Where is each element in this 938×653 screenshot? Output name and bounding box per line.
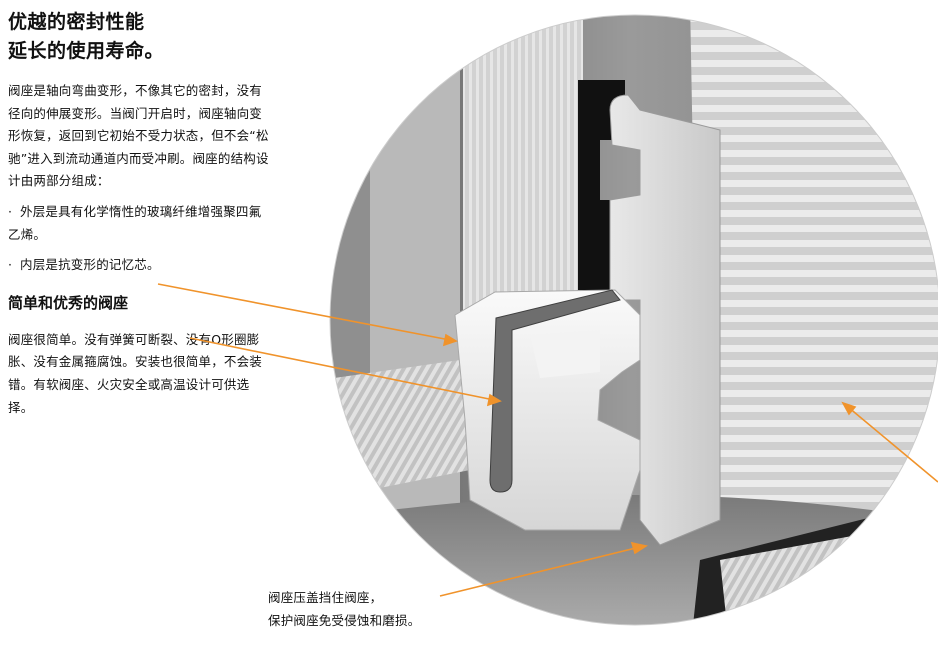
- seat-highlight: [530, 330, 600, 378]
- bullet-dot: ·: [8, 257, 13, 273]
- arrowhead-inner-core: [486, 393, 502, 407]
- retainer-caption: 阀座压盖挡住阀座， 保护阀座免受侵蚀和磨损。: [268, 586, 468, 632]
- threaded-stem-body: [690, 15, 938, 540]
- body-paragraph-2: 阀座很简单。没有弹簧可断裂、没有O形圈膨胀、没有金属箍腐蚀。安装也很简单，不会装…: [8, 331, 263, 415]
- bullet-inner-core-text: 内层是抗变形的记忆芯。: [20, 257, 160, 273]
- caption-line-1: 阀座压盖挡住阀座，: [268, 590, 383, 605]
- memory-core-strip: [489, 289, 621, 493]
- headline-line-2: 延长的使用寿命。: [8, 40, 165, 62]
- bonnet-ribbed-face: [463, 15, 583, 320]
- bullet-dot: ·: [8, 203, 13, 219]
- headline-line-1: 优越的密封性能: [8, 11, 145, 33]
- leader-outer-layer: [157, 283, 451, 341]
- leader-lines: [157, 283, 938, 597]
- left-body-shade: [330, 15, 370, 625]
- arrowhead-threads: [841, 401, 857, 416]
- intro-paragraph: 阀座是轴向弯曲变形，不像其它的密封，没有径向的伸展变形。当阀门开启时，阀座轴向变…: [8, 83, 269, 189]
- leader-retainer: [439, 546, 641, 597]
- leader-threads: [847, 406, 938, 483]
- bullet-outer-layer: ·外层是具有化学惰性的玻璃纤维增强聚四氟乙烯。: [8, 201, 270, 246]
- seat-retainer-section: [609, 94, 721, 546]
- caption-line-2: 保护阀座免受侵蚀和磨损。: [268, 613, 421, 628]
- cutaway-circle: [330, 15, 938, 625]
- bullet-inner-core: · 内层是抗变形的记忆芯。: [8, 254, 270, 277]
- text-column: 优越的密封性能 延长的使用寿命。 阀座是轴向弯曲变形，不像其它的密封，没有径向的…: [8, 8, 270, 419]
- cutaway-border: [329, 14, 938, 626]
- arrowhead-retainer: [630, 541, 649, 555]
- arrowhead-outer-layer: [442, 333, 458, 347]
- bullet-outer-layer-text: 外层是具有化学惰性的玻璃纤维增强聚四氟乙烯。: [8, 203, 262, 242]
- leader-inner-core: [189, 337, 495, 401]
- subheading: 简单和优秀的阀座: [8, 293, 129, 312]
